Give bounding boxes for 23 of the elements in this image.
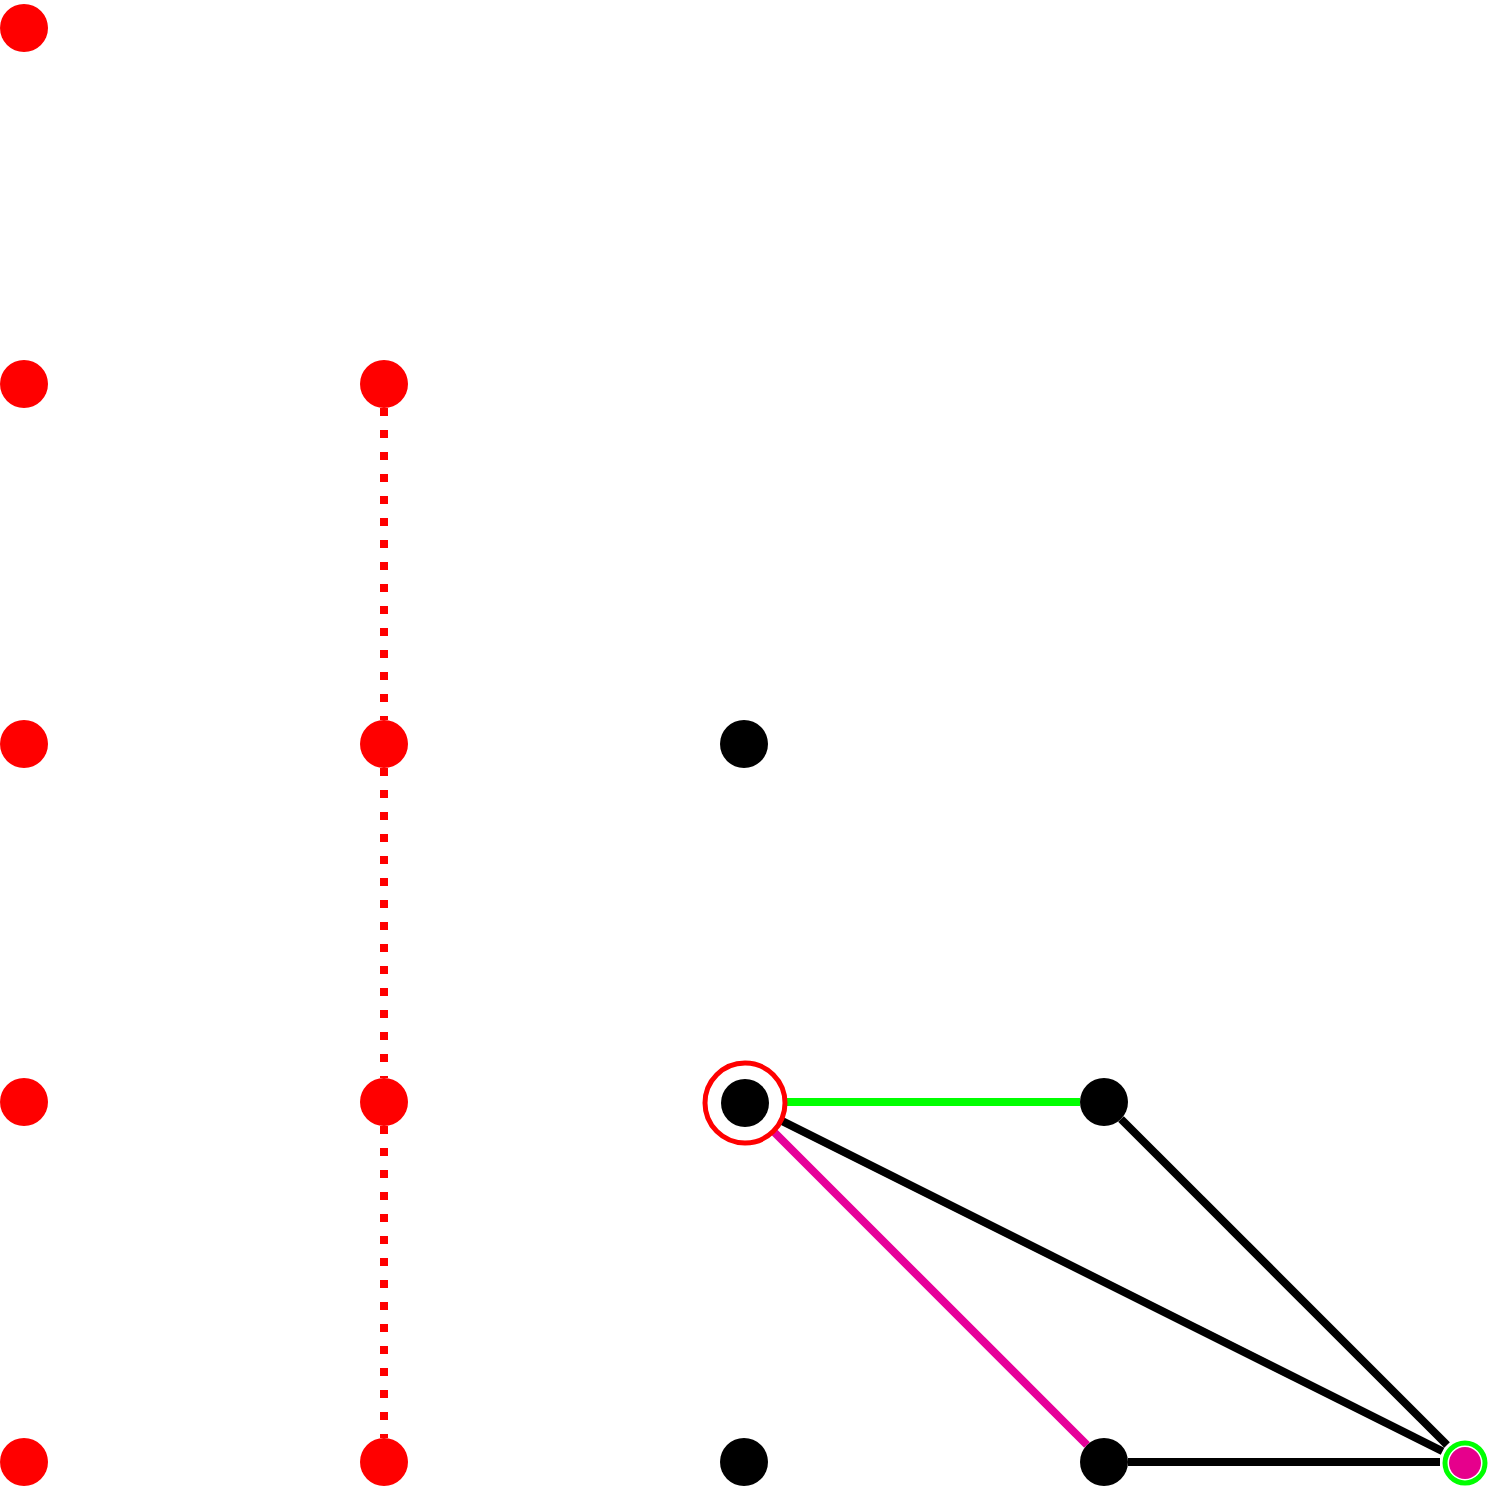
dot bbox=[0, 720, 48, 768]
dot bbox=[720, 720, 768, 768]
dot bbox=[360, 1078, 408, 1126]
dot bbox=[360, 1438, 408, 1486]
dotted-line bbox=[380, 1126, 388, 1438]
ringed-dot bbox=[701, 1059, 787, 1145]
dotted-line bbox=[380, 408, 388, 720]
line bbox=[769, 1127, 1090, 1448]
line bbox=[1128, 1458, 1440, 1466]
line bbox=[784, 1098, 1080, 1106]
dot bbox=[0, 360, 48, 408]
dot bbox=[1080, 1438, 1128, 1486]
dot bbox=[1080, 1078, 1128, 1126]
ringed-dot bbox=[1441, 1439, 1487, 1485]
dot bbox=[0, 4, 48, 52]
dotted-line bbox=[380, 768, 388, 1078]
dot bbox=[720, 1438, 768, 1486]
line bbox=[778, 1116, 1445, 1455]
dot bbox=[360, 720, 408, 768]
dot bbox=[360, 360, 408, 408]
dot bbox=[0, 1438, 48, 1486]
dot bbox=[0, 1078, 48, 1126]
line bbox=[1118, 1116, 1450, 1448]
